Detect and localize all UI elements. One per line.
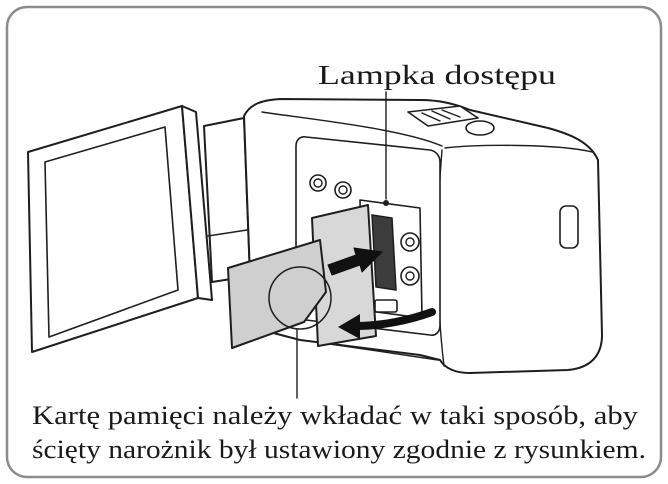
- card-slot-opening: [371, 214, 397, 291]
- photo-button: [465, 120, 495, 136]
- insert-arrow: [327, 247, 383, 276]
- lens-barrel-top: [444, 144, 593, 153]
- lcd-screen: [44, 126, 179, 338]
- slot-terminal-1: [400, 232, 420, 252]
- slot-terminal-1-inner: [405, 237, 415, 247]
- hinge-joint-line: [207, 229, 248, 237]
- side-button-2-inner: [338, 185, 348, 195]
- slot-terminal-2-inner: [405, 271, 415, 281]
- body-top-edge: [261, 111, 443, 147]
- lcd-panel: [27, 105, 213, 353]
- slot-latch: [374, 299, 398, 313]
- close-cover-arrow-shaft: [352, 308, 436, 330]
- access-lamp: [383, 200, 389, 206]
- side-button-1: [309, 174, 327, 192]
- body-bottom-edge: [329, 343, 439, 361]
- access-lamp-label: Lampka dostępu: [318, 60, 557, 90]
- caption-line-1: Kartę pamięci należy wkładać w taki spos…: [32, 401, 638, 430]
- cut-corner-highlight-circle: [268, 266, 332, 330]
- side-button-2: [334, 181, 352, 199]
- close-cover-arrow-head: [338, 314, 360, 339]
- grip-belt-button: [559, 205, 579, 249]
- lcd-panel-edge: [181, 105, 213, 301]
- slot-terminal-2: [400, 266, 420, 286]
- lcd-hinge: [203, 117, 251, 283]
- zoom-lever-ridges: [421, 109, 461, 122]
- close-cover-arrow: [338, 308, 436, 339]
- hinge-block: [203, 117, 251, 283]
- side-button-1-inner: [313, 178, 323, 188]
- caption-line-2: ścięty narożnik był ustawiony zgodnie z …: [32, 435, 646, 464]
